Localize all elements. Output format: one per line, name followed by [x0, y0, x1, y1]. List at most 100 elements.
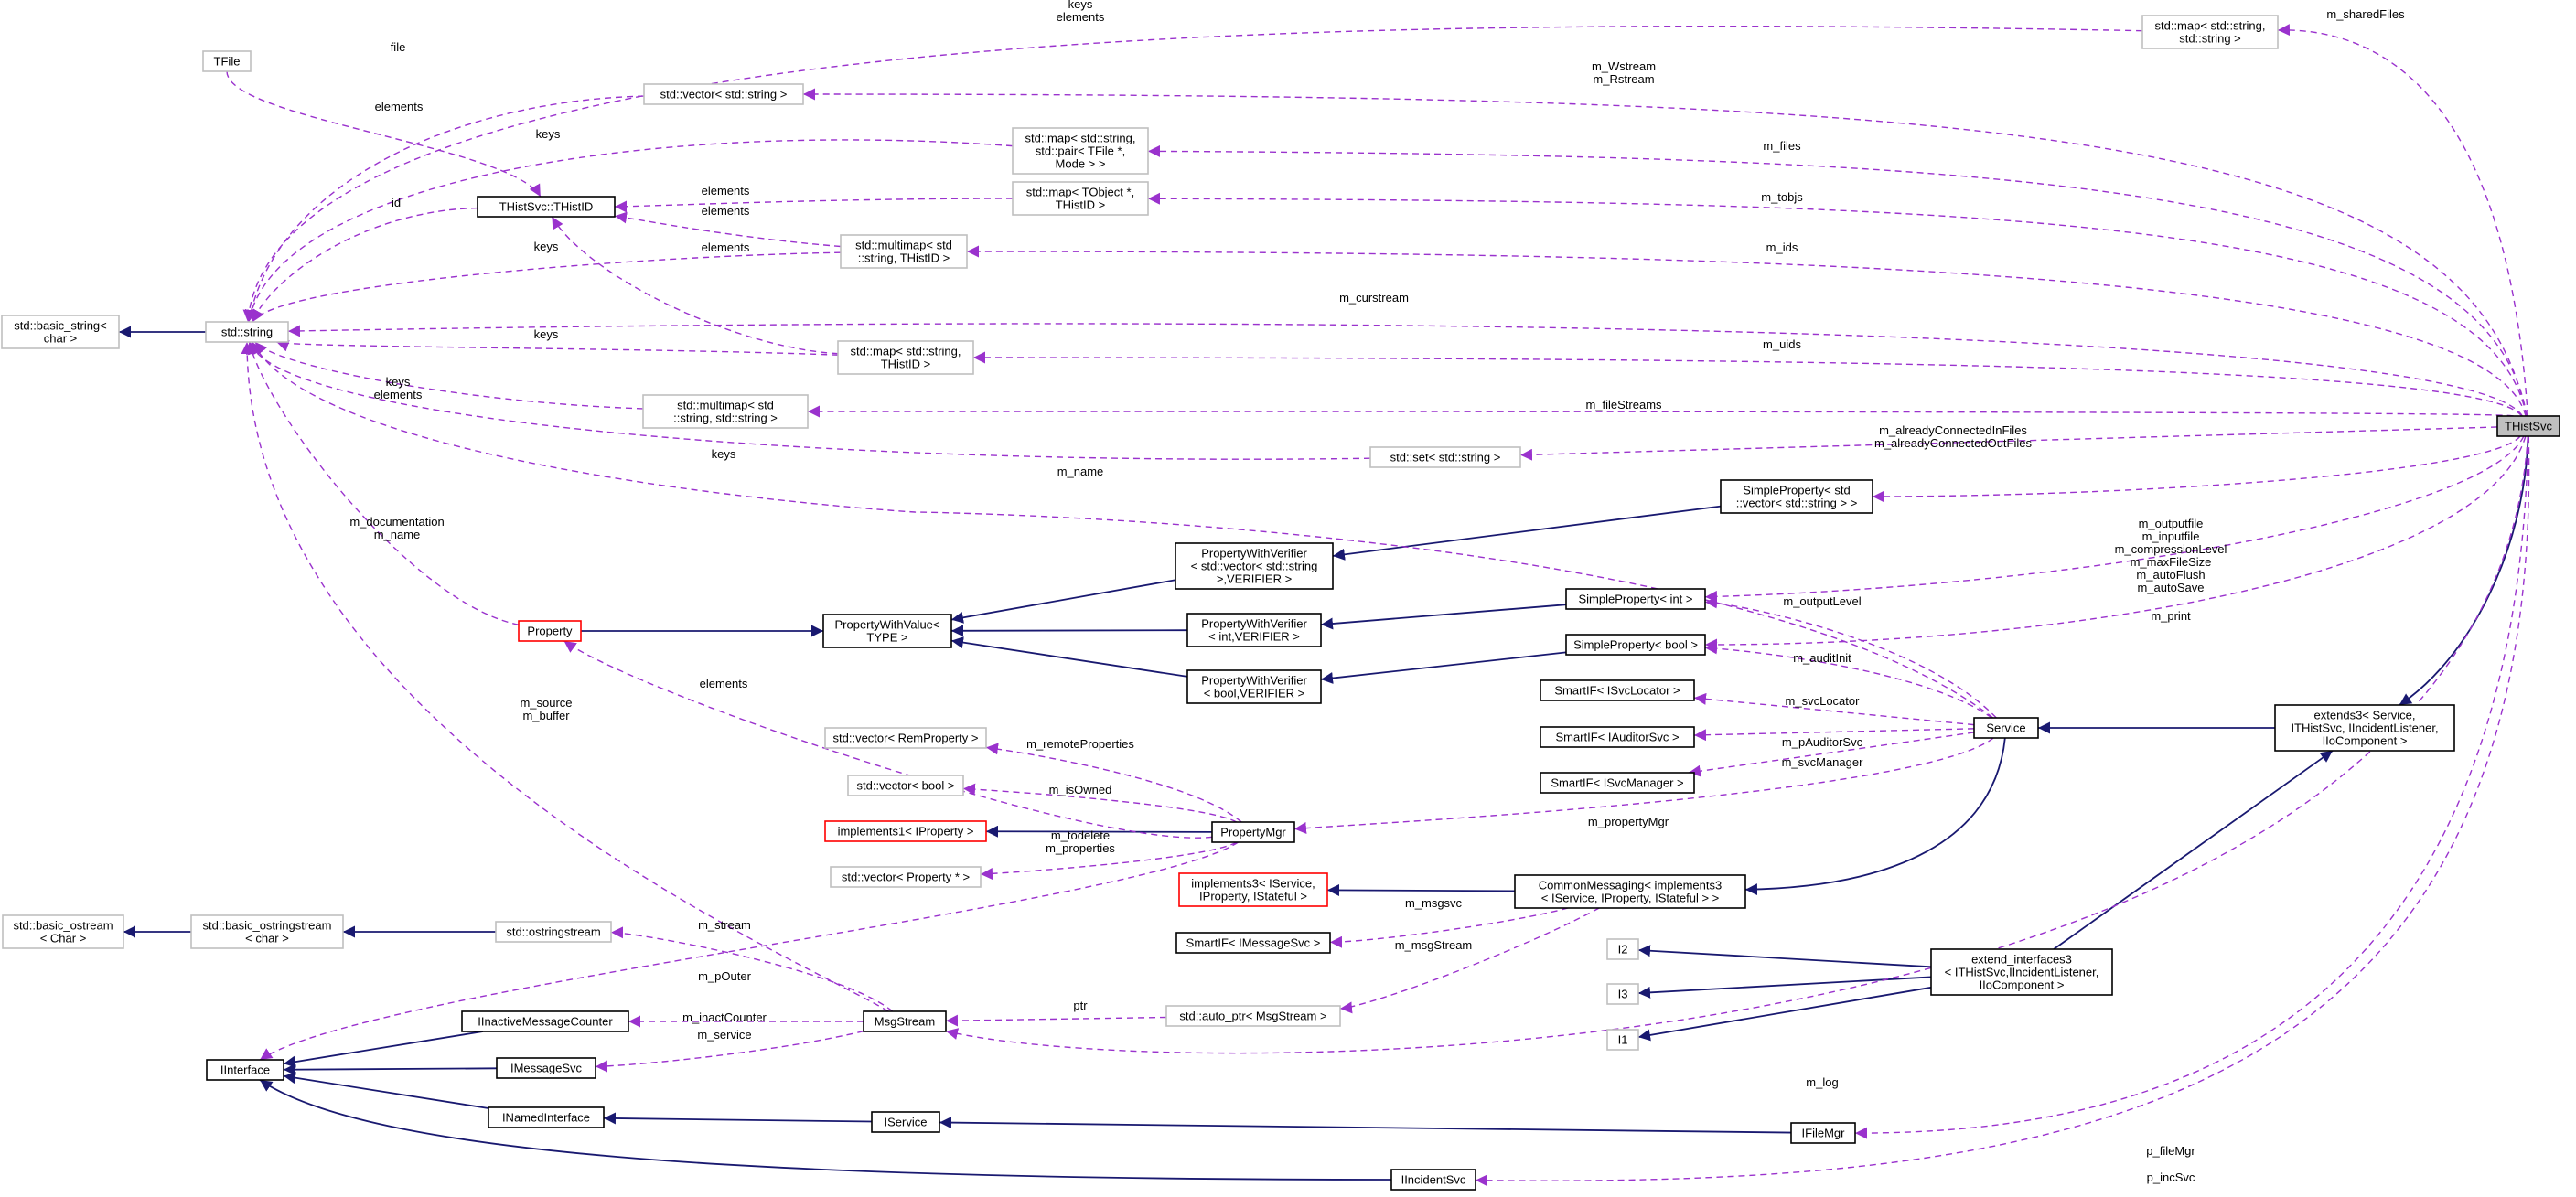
class-node-IFileMgr[interactable]: IFileMgr — [1790, 1122, 1856, 1144]
class-node-map_TObject_THistID[interactable]: std::map< TObject *,THistID > — [1012, 181, 1149, 216]
edge-label-m_inactCounter: m_inactCounter — [682, 1010, 767, 1024]
inheritance-edge-PWV_vector-to-PropertyWithValue — [950, 579, 1176, 624]
class-node-extend_interfaces3[interactable]: extend_interfaces3< ITHistSvc,IIncidentL… — [1930, 948, 2113, 996]
class-node-IMessageSvc[interactable]: IMessageSvc — [496, 1057, 596, 1079]
edge-label-keys_set: keys — [712, 447, 736, 461]
class-node-Property[interactable]: Property — [518, 620, 582, 642]
class-box-PropertyWithValue — [822, 614, 952, 648]
class-node-multimap_string_THistID[interactable]: std::multimap< std::string, THistID > — [840, 234, 968, 269]
inheritance-edge-IService-to-INamedInterface — [603, 1112, 873, 1125]
class-node-auto_ptr_MsgStream[interactable]: std::auto_ptr< MsgStream > — [1165, 1005, 1341, 1027]
class-node-SimpleProperty_vector[interactable]: SimpleProperty< std::vector< std::string… — [1720, 479, 1873, 514]
class-label-PWV_int-0: PropertyWithVerifier — [1201, 617, 1307, 631]
class-node-vector_bool[interactable]: std::vector< bool > — [847, 775, 964, 796]
class-node-basic_ostringstream[interactable]: std::basic_ostringstream< char > — [190, 914, 344, 949]
class-box-SimpleProperty_bool — [1565, 634, 1706, 656]
class-node-THistSvc[interactable]: THistSvc — [2496, 415, 2560, 437]
usage-edge-CommonMessaging-to-SmartIF_IMessageSvc — [1329, 907, 1569, 948]
class-node-CommonMessaging[interactable]: CommonMessaging< implements3< IService, … — [1514, 874, 1746, 909]
class-box-map_TObject_THistID — [1012, 181, 1149, 216]
class-node-SimpleProperty_int[interactable]: SimpleProperty< int > — [1565, 588, 1706, 610]
class-node-map_string_THistID[interactable]: std::map< std::string,THistID > — [837, 340, 974, 375]
class-node-I1[interactable]: I1 — [1606, 1029, 1639, 1051]
usage-edge-THistSvc-to-std_string — [287, 323, 2523, 417]
inheritance-edge-PWV_int-to-PropertyWithValue — [950, 625, 1188, 637]
class-node-SmartIF_ISvcLocator[interactable]: SmartIF< ISvcLocator > — [1540, 679, 1695, 701]
class-node-vector_string[interactable]: std::vector< std::string > — [643, 83, 804, 105]
class-node-Service[interactable]: Service — [1973, 717, 2039, 739]
class-node-I2[interactable]: I2 — [1606, 938, 1639, 960]
class-label-basic_ostringstream-1: < char > — [245, 932, 289, 946]
class-node-I3[interactable]: I3 — [1606, 983, 1639, 1005]
class-node-PropertyWithValue[interactable]: PropertyWithValue<TYPE > — [822, 614, 952, 648]
edge-label-keys_multimap: keys — [534, 240, 559, 253]
class-label-CommonMessaging-1: < IService, IProperty, IStateful > > — [1541, 892, 1720, 905]
class-box-implements3 — [1178, 872, 1328, 907]
class-box-SmartIF_ISvcLocator — [1540, 679, 1695, 701]
class-node-SmartIF_ISvcManager[interactable]: SmartIF< ISvcManager > — [1540, 772, 1695, 794]
edge-label-m_svcLocator: m_svcLocator — [1786, 694, 1861, 708]
class-box-Service — [1973, 717, 2039, 739]
class-label-map_string_string-0: std::map< std::string, — [2154, 19, 2265, 33]
class-box-vector_string — [643, 83, 804, 105]
class-node-SmartIF_IAuditorSvc[interactable]: SmartIF< IAuditorSvc > — [1540, 726, 1695, 748]
edge-label-m_documentation-0: m_documentation — [349, 515, 444, 529]
class-node-SimpleProperty_bool[interactable]: SimpleProperty< bool > — [1565, 634, 1706, 656]
usage-edge-Service-to-SimpleProperty_bool — [1704, 642, 1992, 719]
edge-label-m_Wstream-0: m_Wstream — [1592, 59, 1656, 73]
edge-label-ptr: ptr — [1073, 999, 1088, 1012]
class-node-IIncidentSvc[interactable]: IIncidentSvc — [1390, 1169, 1476, 1191]
edge-label-m_curstream: m_curstream — [1339, 291, 1409, 305]
class-node-map_string_string[interactable]: std::map< std::string,std::string > — [2141, 15, 2279, 49]
class-node-PWV_vector[interactable]: PropertyWithVerifier< std::vector< std::… — [1175, 542, 1334, 590]
usage-edge-THistSvc-to-SimpleProperty_int — [1704, 435, 2525, 603]
class-box-SmartIF_IAuditorSvc — [1540, 726, 1695, 748]
class-node-MsgStream[interactable]: MsgStream — [863, 1010, 947, 1032]
class-node-implements1[interactable]: implements1< IProperty > — [824, 820, 987, 842]
class-label-map_string_THistID-1: THistID > — [881, 358, 931, 371]
class-node-PWV_int[interactable]: PropertyWithVerifier< int,VERIFIER > — [1186, 613, 1322, 647]
edge-label-m_alreadyConnected-1: m_alreadyConnectedOutFiles — [1874, 436, 2032, 450]
edge-label-elements_multimap: elements — [702, 240, 750, 254]
class-node-map_string_pair[interactable]: std::map< std::string,std::pair< TFile *… — [1012, 127, 1149, 175]
class-node-INamedInterface[interactable]: INamedInterface — [488, 1106, 605, 1128]
class-node-std_string[interactable]: std::string — [205, 321, 289, 343]
inheritance-edge-INamedInterface-to-IInterface — [283, 1072, 489, 1109]
class-node-IInactiveMessageCounter[interactable]: IInactiveMessageCounter — [461, 1010, 629, 1032]
class-node-PWV_bool[interactable]: PropertyWithVerifier< bool,VERIFIER > — [1186, 669, 1322, 704]
class-box-std_string — [205, 321, 289, 343]
class-box-INamedInterface — [488, 1106, 605, 1128]
class-node-implements3[interactable]: implements3< IService,IProperty, IStatef… — [1178, 872, 1328, 907]
edge-label-m_tobjs: m_tobjs — [1761, 190, 1803, 204]
class-node-extends3[interactable]: extends3< Service,ITHistSvc, IIncidentLi… — [2274, 704, 2455, 752]
class-node-PropertyMgr[interactable]: PropertyMgr — [1211, 821, 1295, 843]
class-label-auto_ptr_MsgStream: std::auto_ptr< MsgStream > — [1179, 1010, 1326, 1023]
class-label-THistSvc: THistSvc — [2505, 420, 2553, 433]
class-node-vector_RemProperty[interactable]: std::vector< RemProperty > — [824, 727, 987, 749]
class-box-IService — [871, 1111, 940, 1133]
class-node-IService[interactable]: IService — [871, 1111, 940, 1133]
usage-edge-multimap_string_string-to-std_string — [254, 341, 644, 410]
class-node-ostringstream[interactable]: std::ostringstream — [495, 921, 612, 943]
class-node-set_string[interactable]: std::set< std::string > — [1369, 446, 1521, 468]
edge-label-m_fileStreams: m_fileStreams — [1585, 398, 1662, 411]
class-label-PWV_vector-2: >,VERIFIER > — [1217, 572, 1292, 586]
class-node-basic_string[interactable]: std::basic_string<char > — [1, 315, 120, 349]
class-label-PWV_vector-0: PropertyWithVerifier — [1201, 547, 1307, 561]
usage-edge-map_string_string-to-std_string — [242, 25, 2143, 323]
class-box-TFile — [202, 50, 252, 72]
class-label-extends3-2: IIoComponent > — [2323, 734, 2408, 748]
class-node-basic_ostream[interactable]: std::basic_ostream< Char > — [2, 914, 124, 949]
class-node-THistID[interactable]: THistSvc::THistID — [477, 196, 616, 218]
class-label-map_TObject_THistID-1: THistID > — [1056, 198, 1106, 212]
edge-label-file: file — [391, 40, 406, 54]
class-node-multimap_string_string[interactable]: std::multimap< std::string, std::string … — [642, 394, 809, 429]
edge-label-elements_ids: elements — [702, 204, 750, 218]
class-node-SmartIF_IMessageSvc[interactable]: SmartIF< IMessageSvc > — [1175, 932, 1331, 954]
usage-edge-map_string_THistID-to-std_string — [276, 339, 839, 356]
class-label-basic_ostringstream-0: std::basic_ostringstream — [203, 919, 332, 933]
class-node-vector_Property[interactable]: std::vector< Property * > — [830, 866, 982, 888]
class-node-IInterface[interactable]: IInterface — [206, 1059, 284, 1081]
class-node-TFile[interactable]: TFile — [202, 50, 252, 72]
usage-edge-THistSvc-to-multimap_string_string — [807, 405, 2514, 418]
